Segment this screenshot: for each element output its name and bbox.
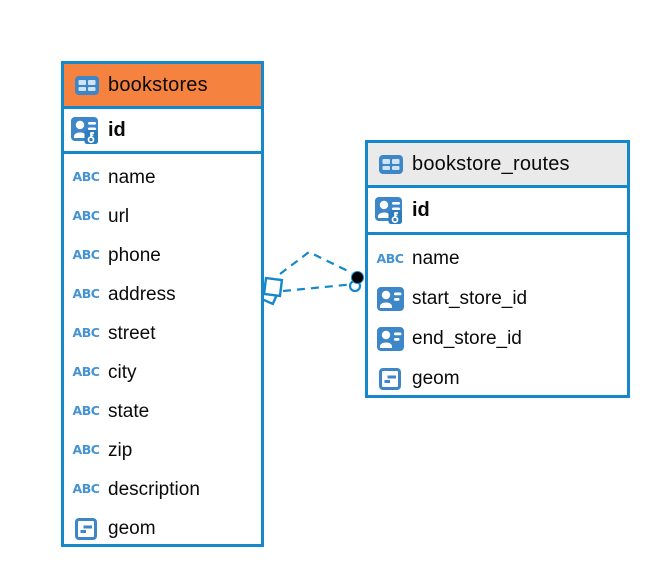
column-row-id[interactable]: id bbox=[64, 109, 261, 151]
column-name: id bbox=[412, 198, 430, 221]
column-row-zip[interactable]: ABC zip bbox=[64, 431, 261, 470]
text-icon: ABC bbox=[376, 250, 404, 266]
ref-icon bbox=[372, 327, 408, 351]
column-name: id bbox=[108, 118, 126, 141]
pk-icon bbox=[372, 196, 408, 224]
column-row-description[interactable]: ABC description bbox=[64, 470, 261, 509]
geometry-icon bbox=[372, 368, 408, 390]
column-row-end_store_id[interactable]: end_store_id bbox=[368, 319, 627, 359]
column-row-geom[interactable]: geom bbox=[64, 509, 261, 548]
column-name: zip bbox=[108, 439, 133, 461]
column-name: geom bbox=[108, 517, 156, 539]
geometry-icon bbox=[68, 517, 104, 540]
text-icon: ABC bbox=[72, 169, 100, 185]
table-bookstore-routes-header[interactable]: bookstore_routes bbox=[368, 143, 627, 188]
column-row-address[interactable]: ABC address bbox=[64, 275, 261, 314]
text-icon: ABC bbox=[72, 364, 100, 380]
column-name: address bbox=[108, 283, 176, 305]
table-bookstore-routes[interactable]: bookstore_routes id ABC name start_store_i… bbox=[365, 140, 630, 398]
column-row-city[interactable]: ABC city bbox=[64, 353, 261, 392]
text-icon: ABC bbox=[72, 403, 100, 419]
table-icon bbox=[379, 154, 403, 174]
column-row-geom[interactable]: geom bbox=[368, 359, 627, 399]
table-title: bookstore_routes bbox=[412, 152, 570, 175]
table-bookstores-header[interactable]: bookstores bbox=[64, 64, 261, 109]
column-row-id[interactable]: id bbox=[368, 188, 627, 232]
column-name: name bbox=[412, 248, 460, 269]
column-name: street bbox=[108, 322, 156, 344]
text-icon: ABC bbox=[72, 286, 100, 302]
text-icon: ABC bbox=[72, 481, 100, 497]
table-icon bbox=[75, 75, 99, 95]
column-name: end_store_id bbox=[412, 328, 522, 349]
column-name: geom bbox=[412, 368, 460, 389]
column-row-url[interactable]: ABC url bbox=[64, 197, 261, 236]
column-name: name bbox=[108, 166, 156, 188]
column-row-name[interactable]: ABC name bbox=[368, 239, 627, 279]
table-title: bookstores bbox=[108, 73, 208, 96]
text-icon: ABC bbox=[72, 325, 100, 341]
relation-line-2[interactable] bbox=[282, 283, 351, 293]
primary-key-section: id bbox=[368, 188, 627, 235]
column-name: state bbox=[108, 400, 150, 422]
column-name: url bbox=[108, 205, 130, 227]
column-row-start_store_id[interactable]: start_store_id bbox=[368, 279, 627, 319]
column-row-name[interactable]: ABC name bbox=[64, 158, 261, 197]
one-end-marker[interactable] bbox=[348, 271, 364, 293]
column-row-state[interactable]: ABC state bbox=[64, 392, 261, 431]
column-name: description bbox=[108, 478, 200, 500]
column-row-phone[interactable]: ABC phone bbox=[64, 236, 261, 275]
relation-line-1[interactable] bbox=[279, 250, 353, 275]
pk-icon bbox=[68, 116, 104, 144]
column-name: phone bbox=[108, 244, 161, 266]
text-icon: ABC bbox=[72, 247, 100, 263]
column-name: start_store_id bbox=[412, 288, 528, 309]
text-icon: ABC bbox=[72, 442, 100, 458]
text-icon: ABC bbox=[72, 208, 100, 224]
primary-key-section: id bbox=[64, 109, 261, 154]
ref-icon bbox=[372, 287, 408, 311]
column-name: city bbox=[108, 361, 137, 383]
column-row-street[interactable]: ABC street bbox=[64, 314, 261, 353]
